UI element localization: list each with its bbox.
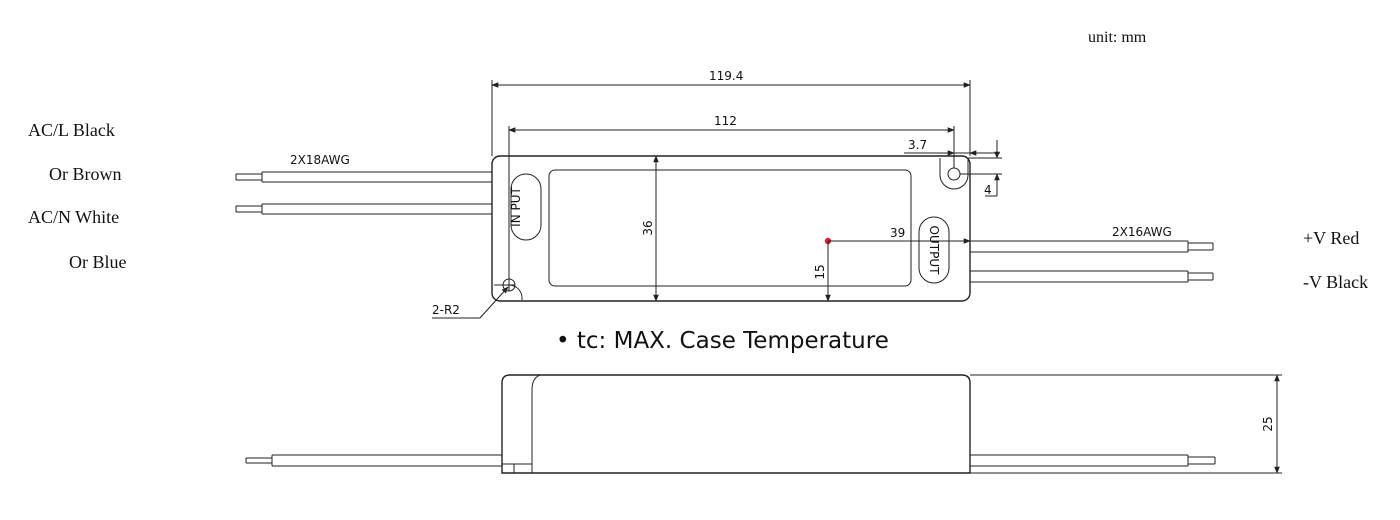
- radius-callout: 2-R2: [432, 303, 460, 317]
- width-dimension: 36: [641, 220, 655, 235]
- tc-y-dimension: 15: [813, 264, 827, 279]
- right-wire-gauge: 2X16AWG: [1112, 225, 1172, 239]
- output-marking: OUTPUT: [927, 226, 941, 276]
- unit-label: unit: mm: [1088, 29, 1147, 46]
- left-wire-gauge: 2X18AWG: [290, 153, 350, 167]
- tc-note: • tc: MAX. Case Temperature: [556, 328, 889, 354]
- left-wire-label-1: AC/L Black: [28, 120, 115, 140]
- side-view: 25: [245, 374, 1282, 474]
- mount-hole-top: [947, 167, 961, 181]
- top-view: 2X18AWG 2X16AWG IN PUT OUTPUT 39 15 36: [235, 69, 1214, 319]
- left-wire-label-3: AC/N White: [28, 207, 119, 227]
- height-dimension: 25: [1261, 416, 1275, 431]
- left-wire-label-4: Or Blue: [69, 252, 127, 272]
- overall-length-dimension: 119.4: [709, 69, 743, 83]
- output-marking-frame: [918, 216, 950, 284]
- case-window: [548, 169, 912, 287]
- mount-notch-top: [939, 158, 969, 190]
- hole-offset-dimension: 3.7: [908, 138, 927, 152]
- hole-depth-dimension: 4: [984, 183, 992, 197]
- tc-x-dimension: 39: [890, 226, 905, 240]
- input-marking-frame: [510, 173, 542, 241]
- input-marking: IN PUT: [509, 186, 523, 226]
- side-case-outline: [501, 374, 971, 474]
- left-wire-label-2: Or Brown: [49, 164, 122, 184]
- right-wire-label-1: +V Red: [1303, 228, 1359, 248]
- right-wire-label-2: -V Black: [1303, 272, 1368, 292]
- hole-pitch-dimension: 112: [714, 114, 737, 128]
- case-outline: [491, 155, 971, 302]
